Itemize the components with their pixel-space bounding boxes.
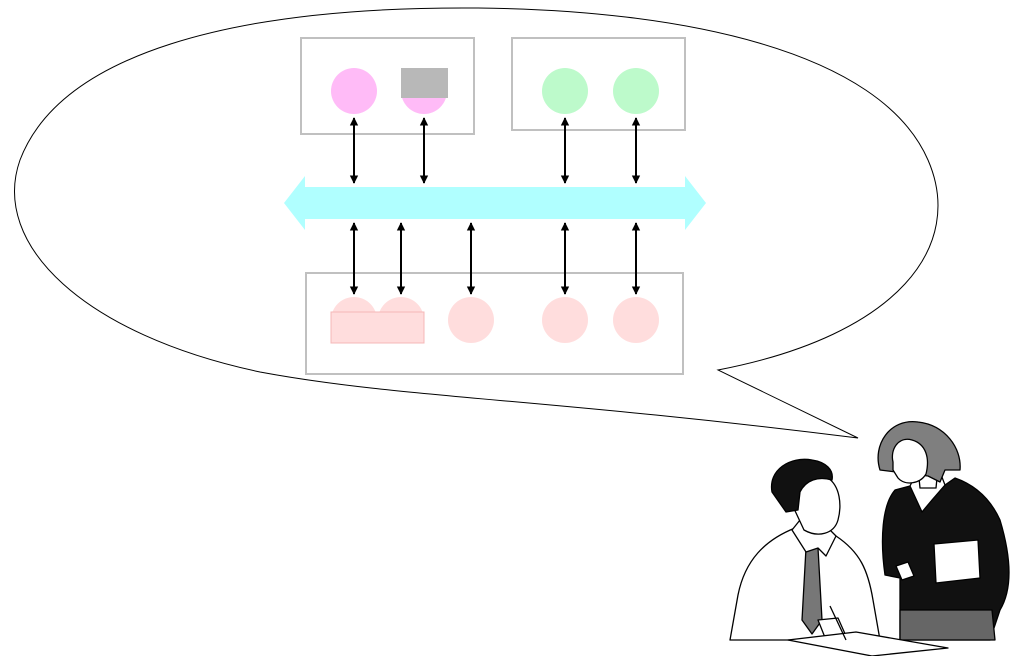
lower-connectors bbox=[349, 222, 641, 295]
woman-figure bbox=[877, 421, 1010, 641]
woman-clipboard bbox=[933, 539, 981, 584]
paper-sheet bbox=[787, 631, 949, 656]
top-right-group bbox=[511, 37, 686, 131]
pink-node-1 bbox=[331, 68, 377, 114]
green-node-1 bbox=[542, 68, 588, 114]
upper-connectors bbox=[349, 117, 641, 184]
woman-face bbox=[891, 438, 929, 484]
salmon-node-3 bbox=[448, 297, 494, 343]
salmon-node-5 bbox=[613, 297, 659, 343]
man-figure bbox=[729, 458, 949, 656]
woman-hand bbox=[895, 561, 915, 581]
bus-double-arrow bbox=[284, 176, 706, 230]
pen bbox=[829, 605, 847, 641]
gray-rect bbox=[401, 68, 448, 98]
top-left-box bbox=[300, 37, 475, 135]
man-hair bbox=[770, 458, 833, 513]
green-node-2 bbox=[613, 68, 659, 114]
bottom-box bbox=[305, 272, 684, 375]
top-left-group bbox=[300, 37, 475, 135]
salmon-rect bbox=[330, 311, 425, 344]
speech-bubble bbox=[14, 7, 939, 439]
bottom-group bbox=[305, 272, 684, 375]
top-right-box bbox=[511, 37, 686, 131]
salmon-node-4 bbox=[542, 297, 588, 343]
woman-skirt bbox=[899, 609, 996, 641]
people-illustration bbox=[729, 421, 1010, 656]
